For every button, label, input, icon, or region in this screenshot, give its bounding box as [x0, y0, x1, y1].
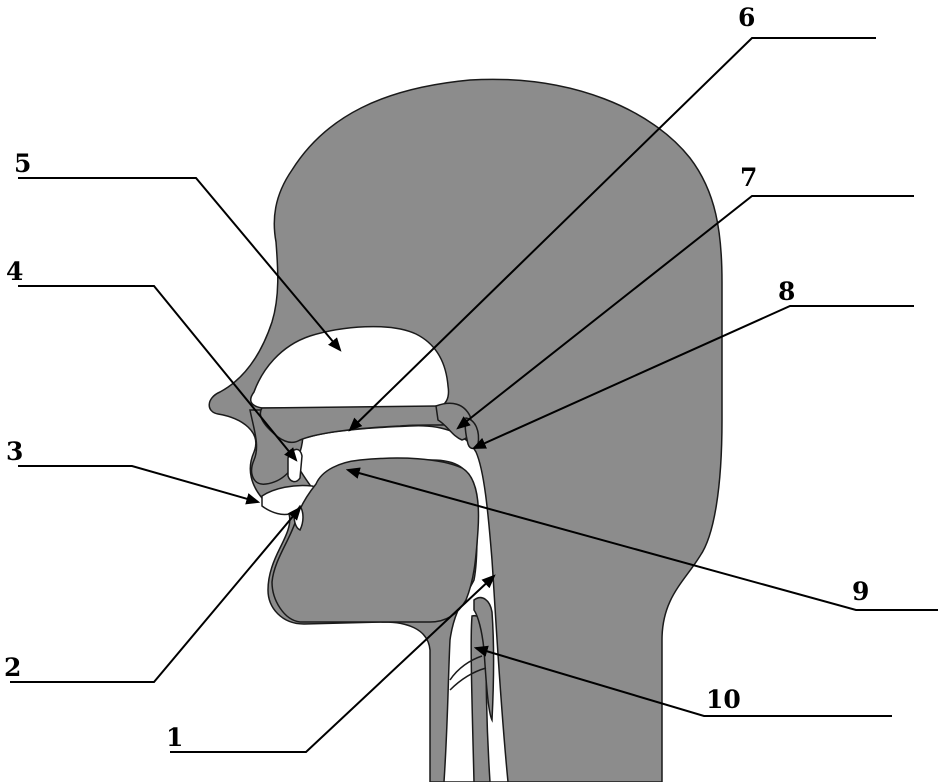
- leader-line-3: [18, 466, 258, 502]
- leader-line-2: [10, 508, 300, 682]
- label-4: 4: [6, 257, 23, 286]
- label-8: 8: [778, 277, 795, 306]
- label-3: 3: [6, 437, 23, 466]
- label-6: 6: [738, 3, 755, 32]
- label-9: 9: [852, 577, 869, 606]
- label-5: 5: [14, 149, 31, 178]
- label-10: 10: [706, 685, 741, 714]
- label-7: 7: [740, 163, 757, 192]
- label-2: 2: [4, 653, 21, 682]
- label-1: 1: [166, 723, 183, 752]
